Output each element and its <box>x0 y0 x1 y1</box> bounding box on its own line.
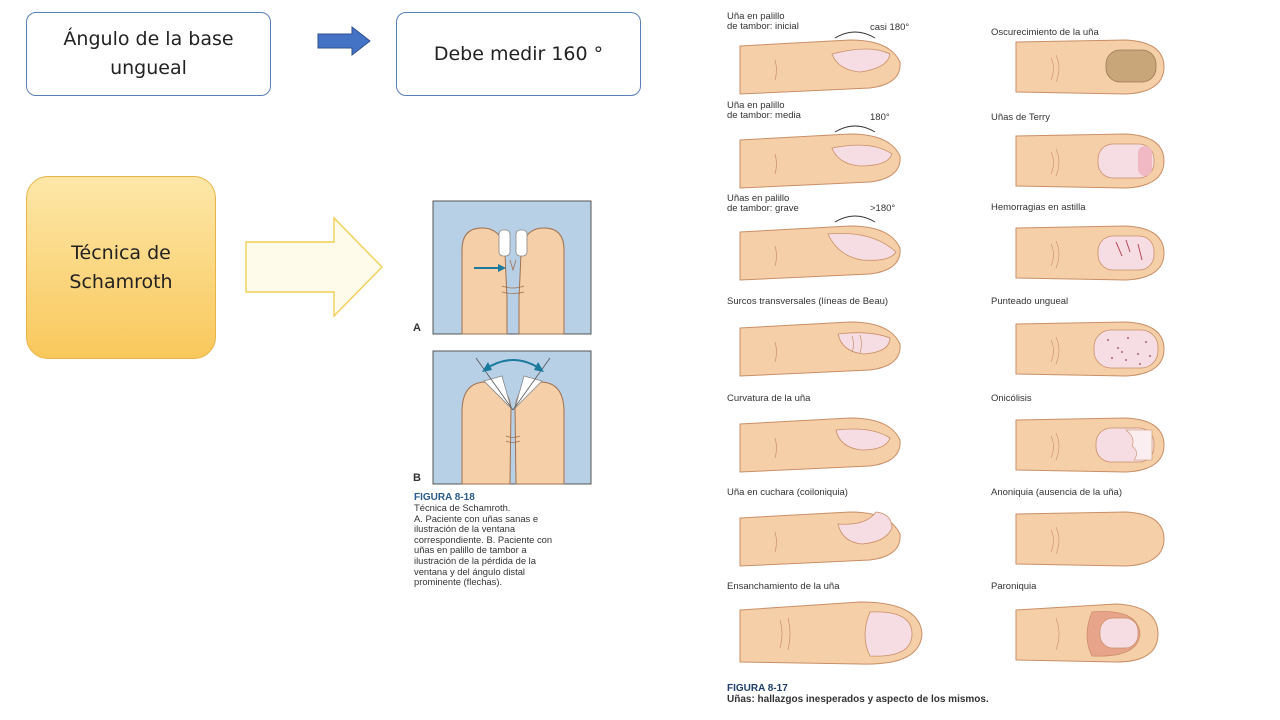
nail-label-left-4: Surcos transversales (líneas de Beau) <box>727 296 889 307</box>
caption-line: correspondiente. B. Paciente con <box>414 533 553 545</box>
caption-line: Técnica de Schamroth. <box>414 502 511 513</box>
schamroth-figure <box>432 200 592 485</box>
nail-angle-1: casi 180° <box>870 22 910 33</box>
angle-base-box: Ángulo de la base ungueal <box>26 12 271 96</box>
nail-label-left-7: Ensanchamiento de la uña <box>727 581 840 592</box>
figure-18-caption: FIGURA 8-18 Técnica de Schamroth. A. Pac… <box>414 492 599 588</box>
caption-line: prominente (flechas). <box>414 576 503 588</box>
outline-arrow-icon <box>245 216 383 318</box>
angle-base-label: Ángulo de la base ungueal <box>63 28 234 79</box>
figure-17-caption-text: Uñas: hallazgos inesperados y aspecto de… <box>727 694 989 705</box>
caption-line: A. Paciente con uñas sanas e <box>414 512 539 524</box>
schamroth-label: Técnica de Schamroth <box>69 241 173 293</box>
nail-label-right-2: Uñas de Terry <box>991 112 1050 123</box>
caption-line: ventana y del ángulo distal <box>414 565 526 577</box>
nail-angle-3: >180° <box>870 203 896 214</box>
panel-a-label: A <box>413 322 421 334</box>
nail-label-right-5: Onicólisis <box>991 393 1032 404</box>
nail-label-right-1: Oscurecimiento de la uña <box>991 27 1099 38</box>
caption-line: ilustración de la ventana <box>414 523 516 535</box>
figure-17-caption: FIGURA 8-17 Uñas: hallazgos inesperados … <box>727 683 989 705</box>
figure-17-title: FIGURA 8-17 <box>727 683 788 694</box>
nail-angle-2: 180° <box>870 112 890 123</box>
nail-label-left-6: Uña en cuchara (coiloniquia) <box>727 487 848 498</box>
measure-label: Debe medir 160 ° <box>433 42 604 65</box>
nail-label-right-7: Paroniquia <box>991 581 1037 592</box>
nail-label-right-3: Hemorragias en astilla <box>991 202 1086 213</box>
nail-findings-illustration <box>739 31 1165 665</box>
figure-18-title: FIGURA 8-18 <box>414 492 475 503</box>
caption-line: ilustración de la pérdida de la <box>414 554 536 566</box>
nail-label-right-6: Anoniquia (ausencia de la uña) <box>991 488 1122 498</box>
schamroth-technique-box: Técnica de Schamroth <box>26 176 216 359</box>
nail-label-left-5: Curvatura de la uña <box>727 393 811 404</box>
caption-line: uñas en palillo de tambor a <box>414 544 527 556</box>
right-arrow-icon <box>317 26 371 56</box>
nail-label-right-4: Punteado ungueal <box>991 296 1069 307</box>
measure-box: Debe medir 160 ° <box>396 12 641 96</box>
panel-b-label: B <box>413 472 421 484</box>
